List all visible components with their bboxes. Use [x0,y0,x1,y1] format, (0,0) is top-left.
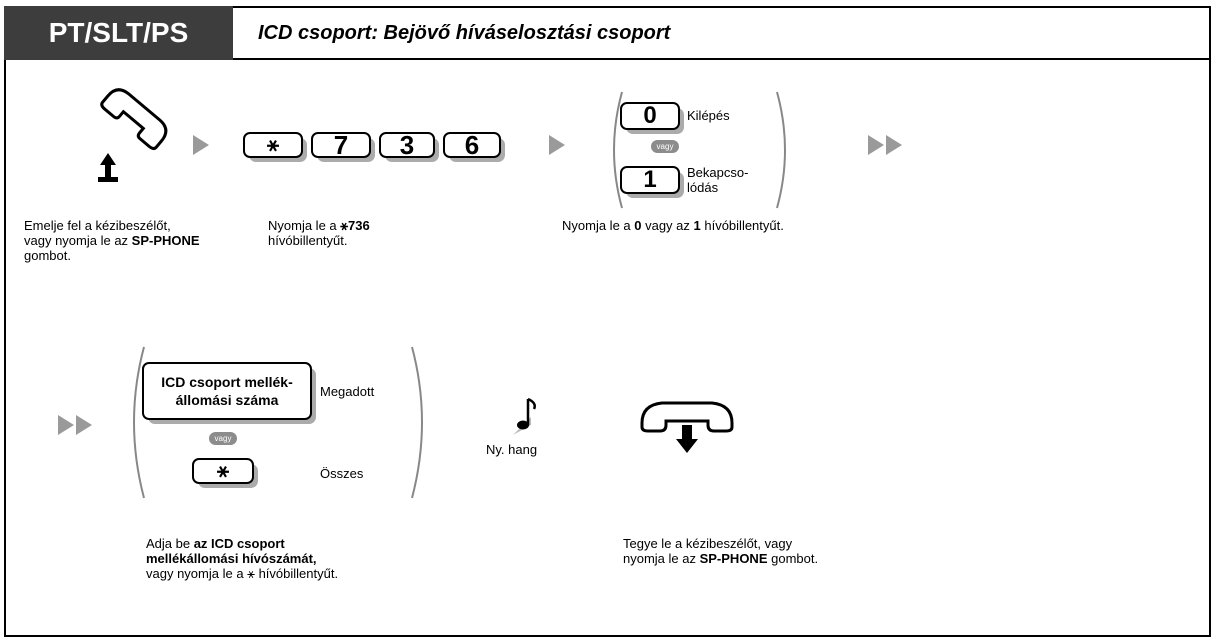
page-title: ICD csoport: Bejövő híváselosztási csopo… [258,22,671,44]
diagram-frame [4,6,1211,637]
step3-instruction: Nyomja le a 0 vagy az 1 hívóbillentyűt. [562,218,784,233]
step6-line1: Tegye le a kézibeszélőt, vagy [623,536,793,551]
ext-key-line1: ICD csoport mellék- [161,374,293,390]
step1-instruction: Emelje fel a kézibeszélőt, vagy nyomja l… [24,218,200,263]
exit-label: Kilépés [687,108,730,123]
sp-phone-bold: SP-PHONE [131,233,200,248]
enable-label: Bekapcso- lódás [687,165,748,195]
step1-line3: gombot. [24,248,71,263]
bracket-left-icon [613,91,623,209]
step4-instruction: Adja be az ICD csoport mellékállomási hí… [146,536,338,581]
or-badge: vagy [651,140,679,153]
step4-bold-a: az ICD csoport [193,536,285,551]
handset-offhook-icon [98,88,168,182]
enable-label-line1: Bekapcso- [687,165,749,180]
handset-onhook-icon [640,401,734,453]
step4-text-a: Adja be [146,536,194,551]
arrow-right-1 [193,135,209,155]
code-bold: ⚹736 [340,218,370,233]
device-label: PT/SLT/PS [4,6,233,60]
bracket-right-icon [776,91,786,209]
double-arrow-b [886,135,902,155]
step6-text-b: nyomja le az [623,551,700,566]
or-badge-2: vagy [209,432,237,445]
step3-text-b: hívóbillentyűt. [700,218,784,233]
enable-label-line2: lódás [687,180,719,195]
step6-text-c: gombot. [767,551,819,566]
star-key-all[interactable]: ⚹ [192,458,258,488]
digit-key-0[interactable]: 0 [620,102,684,134]
step2-line2: hívóbillentyűt. [268,233,348,248]
bracket-left-icon-2 [133,346,145,499]
digit-key-7[interactable]: 7 [311,130,375,162]
step3-bold-0: 0 [634,218,642,233]
double-arrow-d [76,415,92,435]
step1-line1: Emelje fel a kézibeszélőt, [24,218,171,233]
step3-text-a: Nyomja le a [562,218,635,233]
step4-text-c: vagy nyomja le a ⚹ hívóbillentyűt. [146,566,339,581]
specified-label: Megadott [320,384,375,399]
step3-bold-1: 1 [693,218,701,233]
step4-bold-b: mellékállomási hívószámát, [146,551,317,566]
arrow-right-2 [549,135,565,155]
digit-key-3[interactable]: 3 [379,130,439,162]
music-note-icon [513,397,536,435]
sp-phone-bold-2: SP-PHONE [699,551,768,566]
bracket-right-icon-2 [411,346,423,499]
step3-text-mid: vagy az [641,218,694,233]
ext-key-line2: állomási száma [175,392,279,408]
double-arrow-a [868,135,884,155]
all-label: Összes [320,466,364,481]
step2-line1: Nyomja le a [268,218,341,233]
digit-key-6[interactable]: 6 [443,130,505,162]
dial-tone-label: Ny. hang [486,442,538,457]
star-key[interactable]: ⚹ [243,132,307,162]
header-bar [4,6,1211,60]
extension-number-key[interactable]: ICD csoport mellék- állomási száma [142,362,316,424]
double-arrow-c [58,415,74,435]
step1-line2: vagy nyomja le az [24,233,132,248]
step2-instruction: Nyomja le a ⚹736 hívóbillentyűt. [268,218,370,248]
step6-instruction: Tegye le a kézibeszélőt, vagy nyomja le … [623,536,818,566]
digit-key-1[interactable]: 1 [620,166,684,198]
